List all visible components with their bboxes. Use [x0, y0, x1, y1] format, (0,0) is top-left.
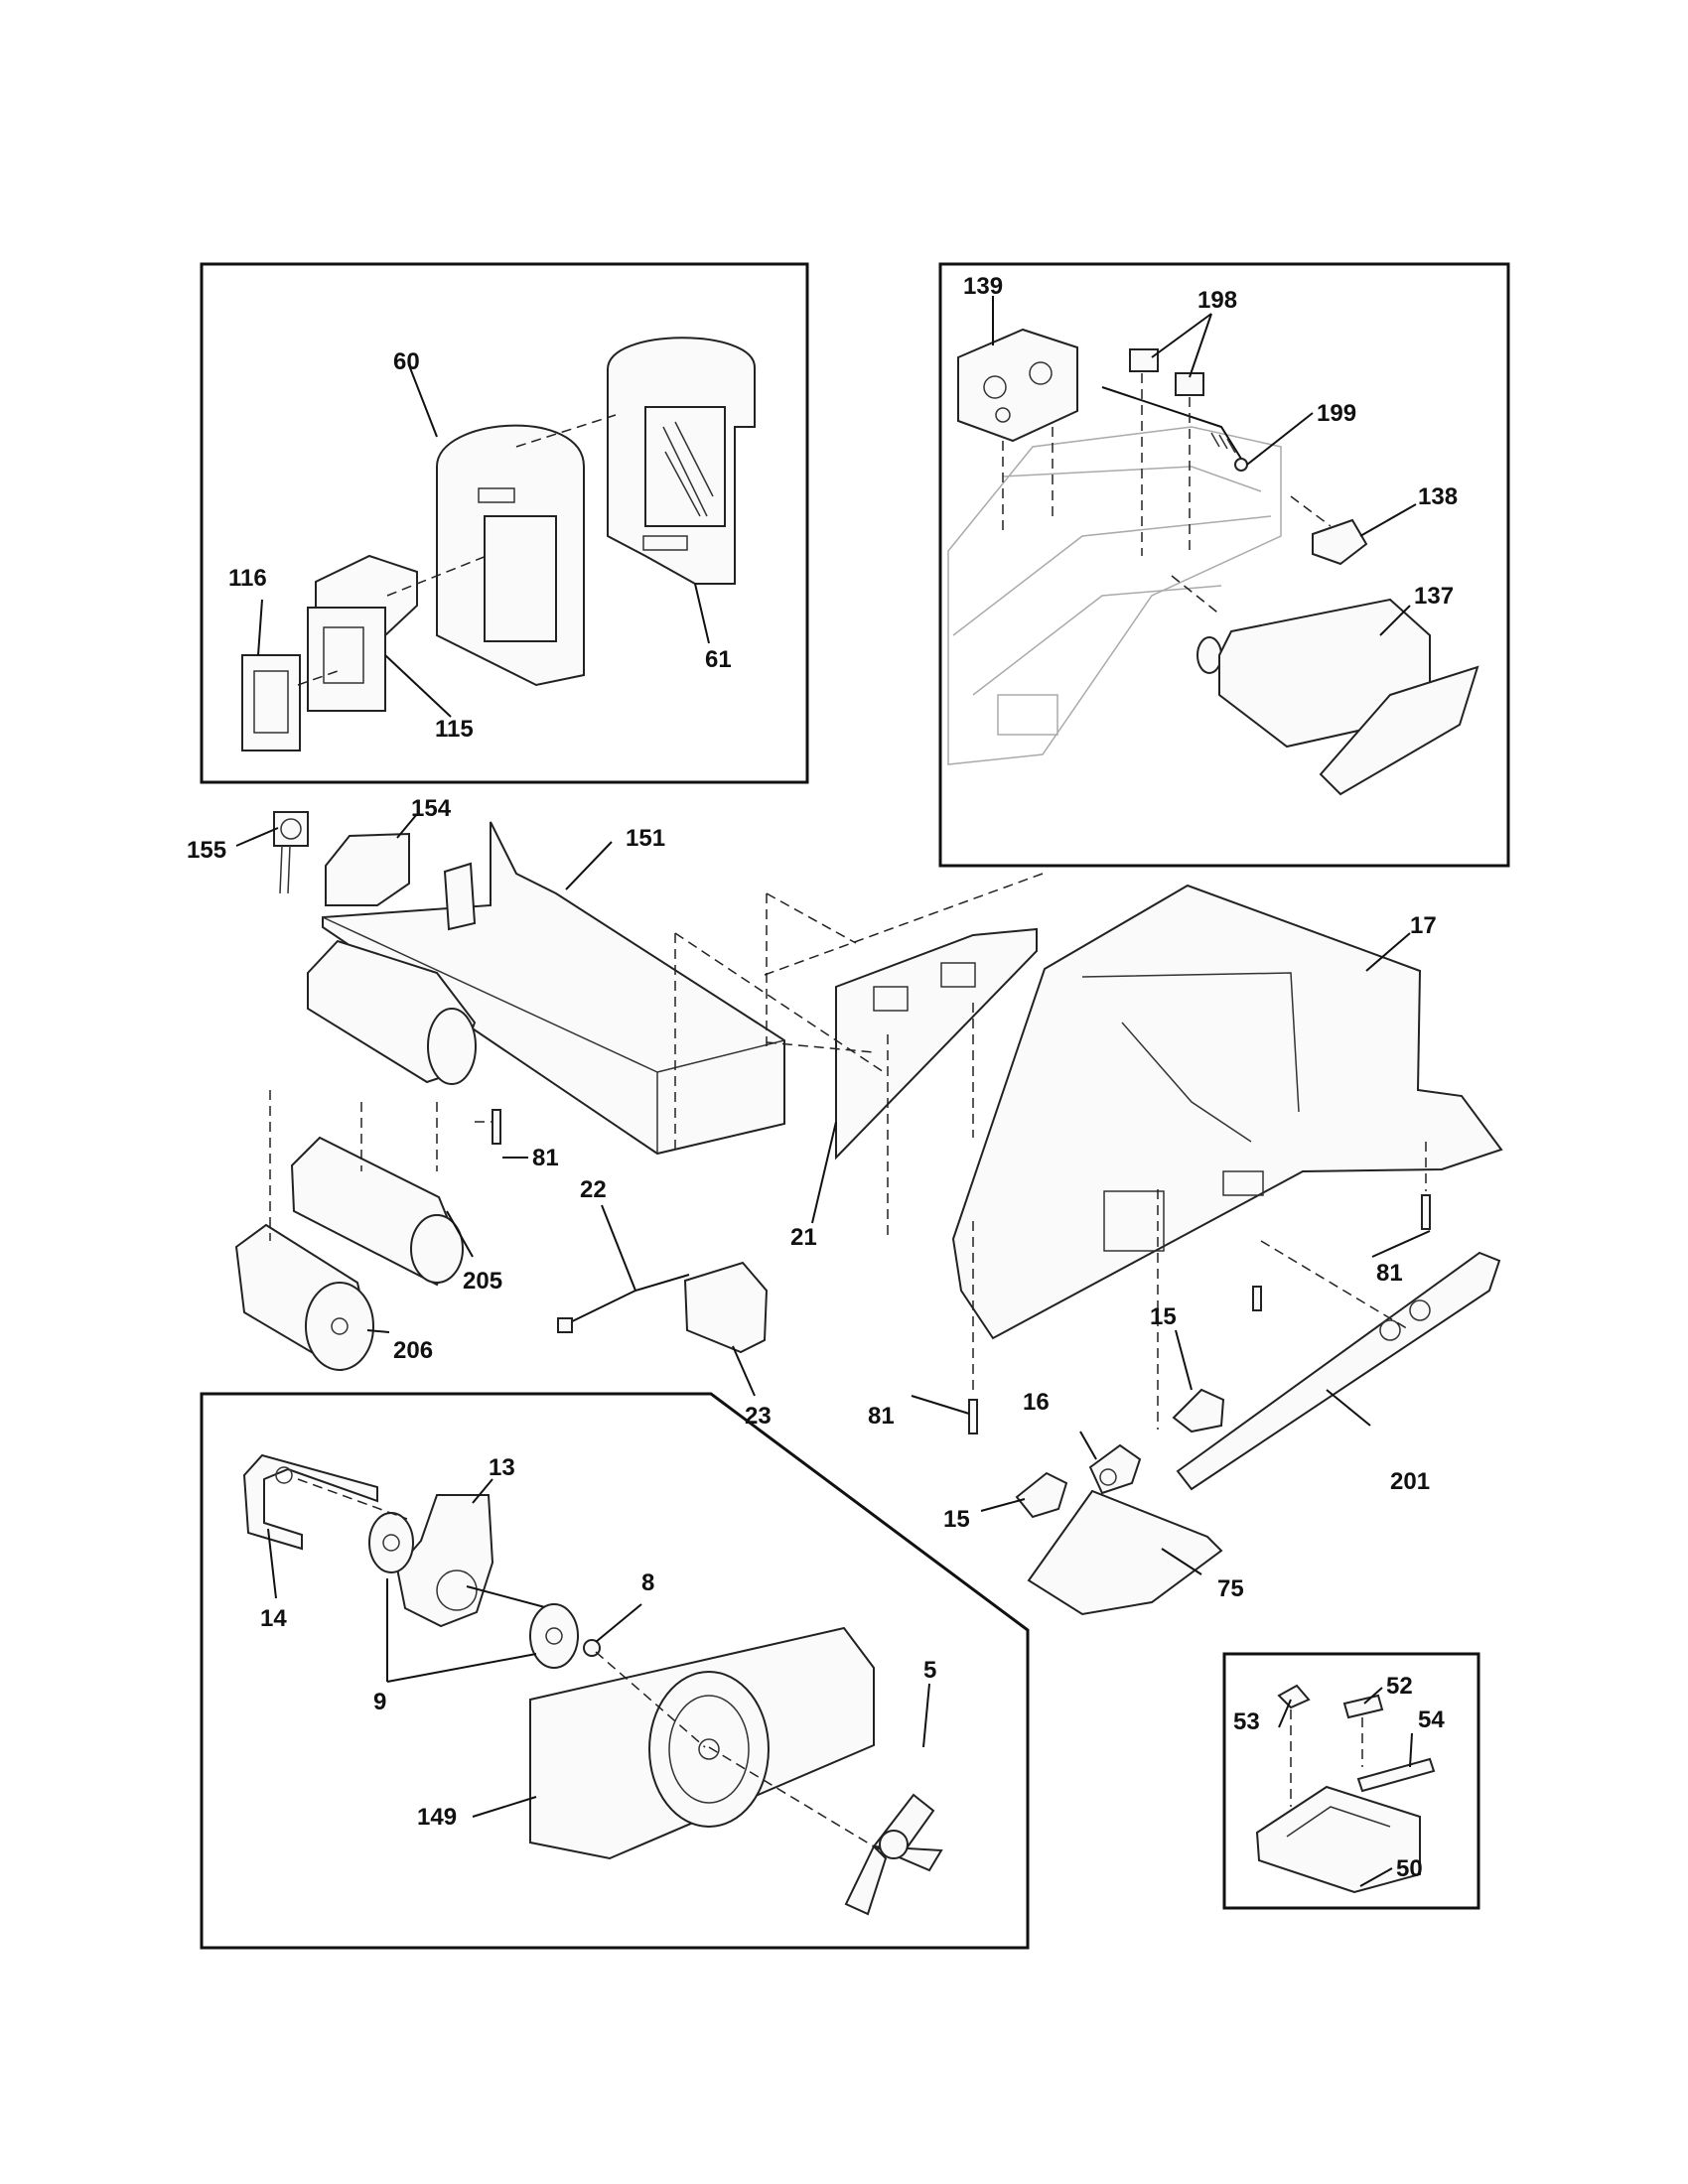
part-206-wheel: [234, 1223, 374, 1372]
part-17-dispenser-housing: [951, 884, 1503, 1340]
label-22: 22: [580, 1176, 607, 1203]
part-75-tray: [1027, 1489, 1223, 1616]
label-155: 155: [187, 837, 226, 864]
label-9: 9: [373, 1689, 386, 1715]
part-50-tray: [1255, 1785, 1421, 1894]
label-198: 198: [1197, 287, 1237, 314]
part-154-cover: [325, 832, 410, 906]
inset-box-bottom-left: [200, 1392, 1030, 1950]
part-15-fitting-a: [1172, 1388, 1225, 1433]
label-23: 23: [745, 1403, 772, 1430]
label-149: 149: [417, 1804, 457, 1831]
inset-box-top-left: [200, 262, 809, 784]
part-5-blade: [844, 1793, 943, 1916]
part-15-fitting-b: [1015, 1471, 1068, 1519]
part-81-screws: [492, 1109, 1431, 1434]
part-60-housing: [436, 424, 585, 687]
label-199: 199: [1317, 400, 1356, 427]
label-154: 154: [411, 795, 452, 822]
part-53-clip: [1277, 1684, 1311, 1709]
label-151: 151: [626, 825, 665, 852]
label-21: 21: [790, 1224, 817, 1251]
label-81a: 81: [532, 1145, 559, 1171]
part-13-motor: [395, 1494, 557, 1628]
part-23-cover: [683, 1261, 769, 1354]
label-116: 116: [228, 565, 267, 592]
label-138: 138: [1418, 483, 1458, 510]
label-15a: 15: [1150, 1303, 1177, 1330]
part-139-valve: [957, 328, 1078, 443]
label-50: 50: [1396, 1855, 1423, 1882]
label-53: 53: [1233, 1708, 1260, 1735]
inset-box-top-right: [938, 262, 1510, 868]
part-9-wheels: [368, 1512, 579, 1669]
label-13: 13: [489, 1454, 515, 1481]
part-201-panel: [1176, 1251, 1501, 1491]
part-149-shroud: [529, 1626, 875, 1860]
part-61-housing: [607, 337, 756, 585]
background-housing-outline: [947, 426, 1282, 765]
label-8: 8: [641, 1570, 654, 1596]
part-198-clips: [1129, 348, 1204, 396]
part-16-valve: [1088, 1443, 1142, 1495]
part-138-bracket: [1312, 518, 1368, 566]
part-115-switch: [307, 554, 418, 712]
label-75: 75: [1217, 1575, 1244, 1602]
label-61: 61: [705, 646, 732, 673]
label-52: 52: [1386, 1673, 1413, 1700]
label-81b: 81: [1376, 1260, 1403, 1287]
part-52-strip: [1342, 1694, 1384, 1719]
part-54-rail: [1356, 1757, 1436, 1793]
label-15b: 15: [943, 1506, 970, 1533]
label-54: 54: [1418, 1706, 1445, 1733]
label-60: 60: [393, 348, 420, 375]
part-151-duct: [322, 821, 785, 1156]
label-201: 201: [1390, 1468, 1430, 1495]
part-21-control-board: [835, 927, 1038, 1160]
label-205: 205: [463, 1268, 502, 1295]
label-81c: 81: [868, 1403, 895, 1430]
label-5: 5: [923, 1657, 936, 1684]
label-137: 137: [1414, 583, 1454, 610]
inset-box-bottom-right: [1222, 1652, 1480, 1910]
part-22-harness: [557, 1274, 690, 1333]
label-206: 206: [393, 1337, 433, 1364]
part-155-fan: [273, 811, 309, 894]
part-14-bracket: [242, 1453, 378, 1551]
label-115: 115: [435, 716, 474, 743]
leader-lines: [235, 296, 1431, 1887]
label-14: 14: [260, 1605, 287, 1632]
part-137-chute: [1196, 598, 1479, 796]
label-139: 139: [963, 273, 1003, 300]
part-116-gasket: [241, 654, 301, 751]
label-16: 16: [1023, 1389, 1050, 1416]
part-205-drum: [290, 1136, 464, 1287]
part-205-cylinder-cover: [307, 939, 477, 1085]
label-17: 17: [1410, 912, 1437, 939]
